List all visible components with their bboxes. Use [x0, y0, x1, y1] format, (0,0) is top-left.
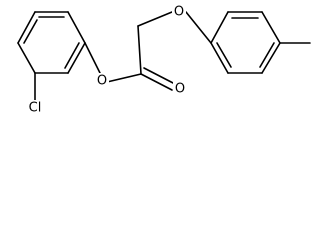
- atom-label-ester-oxygen: O: [95, 73, 109, 89]
- carbonyl-carbon-ch2-bond: [137, 25, 142, 75]
- aryl-o-bond: [84, 42, 101, 74]
- o-carbonyl-carbon-bond: [106, 73, 142, 83]
- ring-b-double-bond: [259, 42, 275, 68]
- chlorine-label: Cl: [29, 101, 42, 116]
- tolyl-ring: [210, 11, 281, 74]
- ring-a-bond: [17, 11, 36, 44]
- ring-b-bond: [210, 42, 229, 74]
- o-aryl-bond: [185, 11, 212, 44]
- atom-label-chlorine: Cl: [24, 100, 46, 116]
- ring-a-double-bond: [64, 42, 80, 69]
- carbonyl-oxygen-label: O: [175, 82, 185, 97]
- ester-oxygen-label: O: [97, 74, 107, 89]
- ring-b-bond: [210, 11, 229, 44]
- carbonyl-double-bond: [143, 67, 176, 85]
- carbonyl-double-bond: [140, 73, 173, 91]
- ring-a-bond: [67, 42, 86, 74]
- ring-a-double-bond: [23, 19, 38, 44]
- ring-b-bond: [261, 11, 281, 44]
- ring-b-double-bond: [216, 42, 232, 68]
- ring-a-bond: [67, 11, 86, 44]
- ether-oxygen-label: O: [174, 5, 184, 20]
- ring-a-bond: [17, 42, 36, 74]
- ch2-o-bond: [137, 11, 173, 27]
- atom-label-carbonyl-oxygen: O: [173, 81, 187, 97]
- atom-label-ether-oxygen: O: [172, 4, 186, 20]
- ring-b-bond: [261, 42, 281, 74]
- molecule-structure: O O O Cl: [17, 4, 311, 116]
- chlorophenyl-ring: [17, 11, 86, 74]
